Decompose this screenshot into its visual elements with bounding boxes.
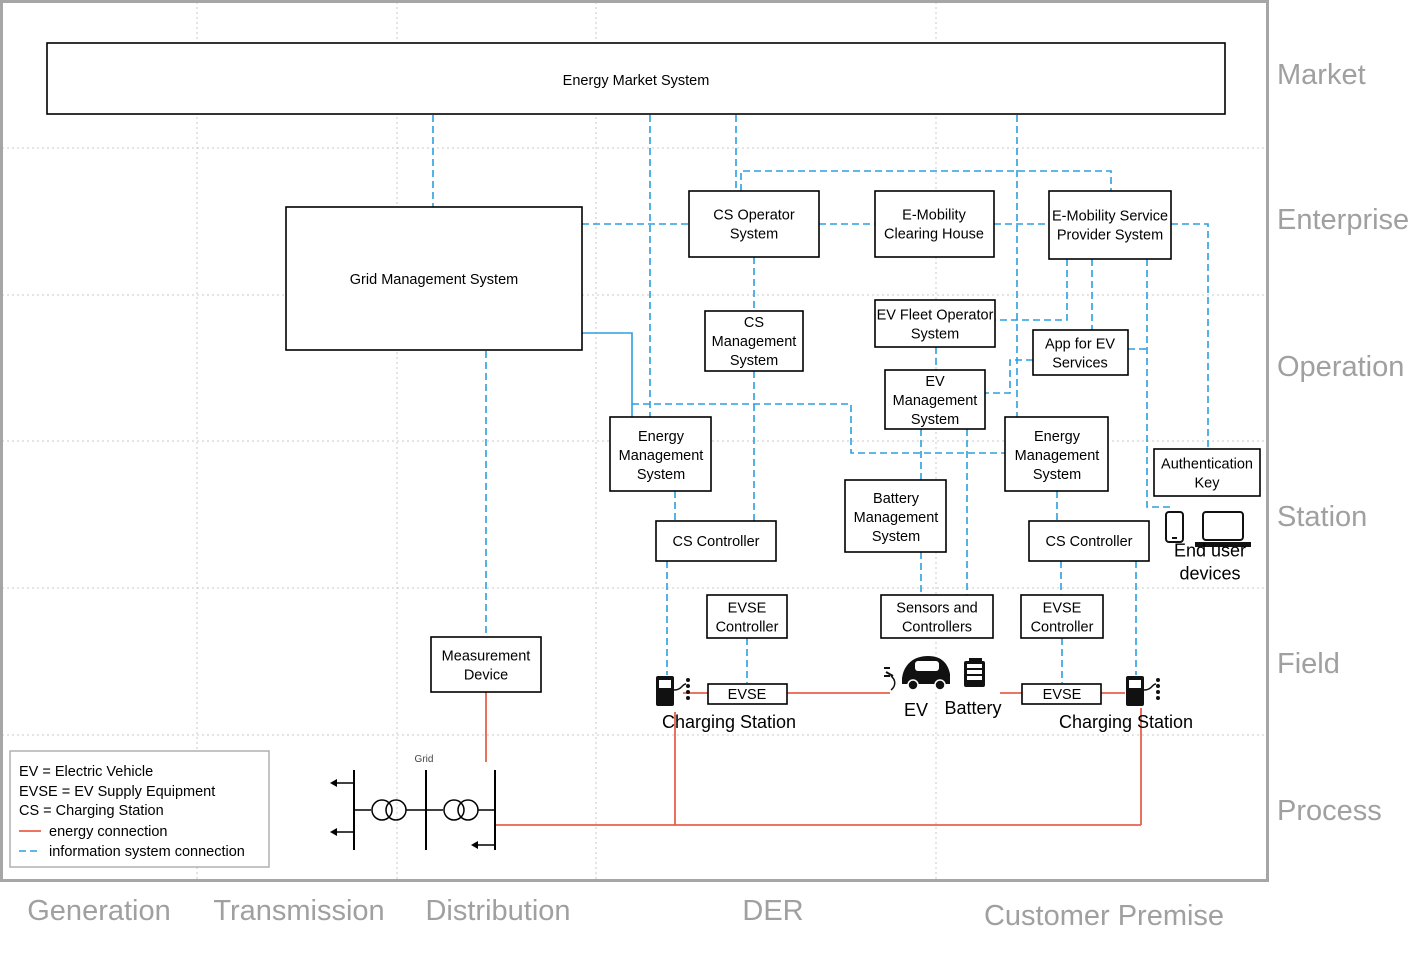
grid-arrow-heads — [330, 779, 478, 849]
legend-item-cs: CS = Charging Station — [19, 803, 164, 819]
outer-frame — [0, 0, 1269, 882]
zone-field: Field — [1277, 648, 1340, 680]
measurement-device-box — [430, 636, 542, 693]
smartphone-icon — [1165, 511, 1184, 543]
legend-energy-label: energy connection — [49, 824, 168, 840]
e-mobility-clearing-house-box — [874, 190, 995, 258]
component-boxes — [46, 42, 1261, 705]
info-connections — [432, 115, 1209, 683]
zone-process: Process — [1277, 795, 1382, 827]
battery-label: Battery — [944, 698, 1001, 718]
evse-left-label: EVSE — [728, 687, 767, 703]
evse-controller-left-box — [706, 594, 788, 639]
e-mobility-service-provider-box — [1048, 190, 1172, 260]
cs-operator-system-box — [688, 190, 820, 258]
zone-operation: Operation — [1277, 351, 1404, 383]
cs-controller-right-label: CS Controller — [1045, 534, 1132, 550]
evse-controller-right-box — [1020, 594, 1104, 639]
legend-info-label: information system connection — [49, 844, 245, 860]
grid-symbol — [332, 770, 496, 850]
domain-labels: Generation Transmission Distribution DER… — [27, 895, 1224, 932]
zone-enterprise: Enterprise — [1277, 204, 1409, 236]
domain-distribution: Distribution — [425, 895, 570, 927]
energy-connections — [485, 692, 1142, 826]
legend-item-ev: EV = Electric Vehicle — [19, 764, 153, 780]
cs-controller-right-box — [1028, 520, 1150, 562]
plain-labels: Charging Station Charging Station EV Bat… — [662, 541, 1246, 733]
energy-management-system-right-box — [1004, 416, 1109, 492]
ev-management-system-box — [884, 369, 986, 430]
cs-controller-left-label: CS Controller — [672, 534, 759, 550]
app-for-ev-services-box — [1032, 329, 1129, 376]
domain-customer-premise: Customer Premise — [984, 900, 1224, 932]
energy-market-system-label: Energy Market System — [563, 73, 710, 89]
ev-car-icon — [884, 656, 950, 691]
charging-station-icon-right — [1126, 676, 1160, 706]
cs-controller-left-box — [655, 520, 777, 562]
evse-right-label: EVSE — [1043, 687, 1082, 703]
charging-station-left-label: Charging Station — [662, 712, 796, 732]
authentication-key-box — [1153, 448, 1261, 497]
legend-box — [9, 750, 270, 868]
battery-management-system-box — [844, 479, 947, 553]
grid-label: Grid — [415, 754, 434, 765]
evse-left-box — [707, 683, 788, 705]
grid-management-system-label: Grid Management System — [350, 272, 518, 288]
domain-generation: Generation — [27, 895, 171, 927]
cs-management-system-box — [704, 310, 804, 372]
zone-labels: Market Enterprise Operation Station Fiel… — [1277, 59, 1409, 827]
battery-icon — [964, 658, 985, 687]
domain-transmission: Transmission — [213, 895, 384, 927]
domain-der: DER — [742, 895, 803, 927]
ev-fleet-operator-system-box — [874, 299, 996, 348]
grid-management-system-box — [285, 206, 583, 351]
ev-label: EV — [904, 700, 928, 720]
charging-station-right-label: Charging Station — [1059, 712, 1193, 732]
charging-station-icon-left — [656, 676, 690, 706]
sensors-and-controllers-box — [880, 594, 994, 639]
zone-market: Market — [1277, 59, 1366, 91]
evse-right-box — [1021, 683, 1102, 705]
laptop-icon — [1195, 511, 1251, 547]
legend: EV = Electric Vehicle EVSE = EV Supply E… — [9, 750, 270, 868]
legend-item-evse: EVSE = EV Supply Equipment — [19, 784, 215, 800]
component-labels: Energy Market System Grid Management Sys… — [350, 73, 1253, 703]
energy-management-system-left-box — [609, 416, 712, 492]
energy-market-system-box — [46, 42, 1226, 115]
zone-station: Station — [1277, 501, 1367, 533]
info-link-grid-to-ems — [582, 332, 633, 417]
